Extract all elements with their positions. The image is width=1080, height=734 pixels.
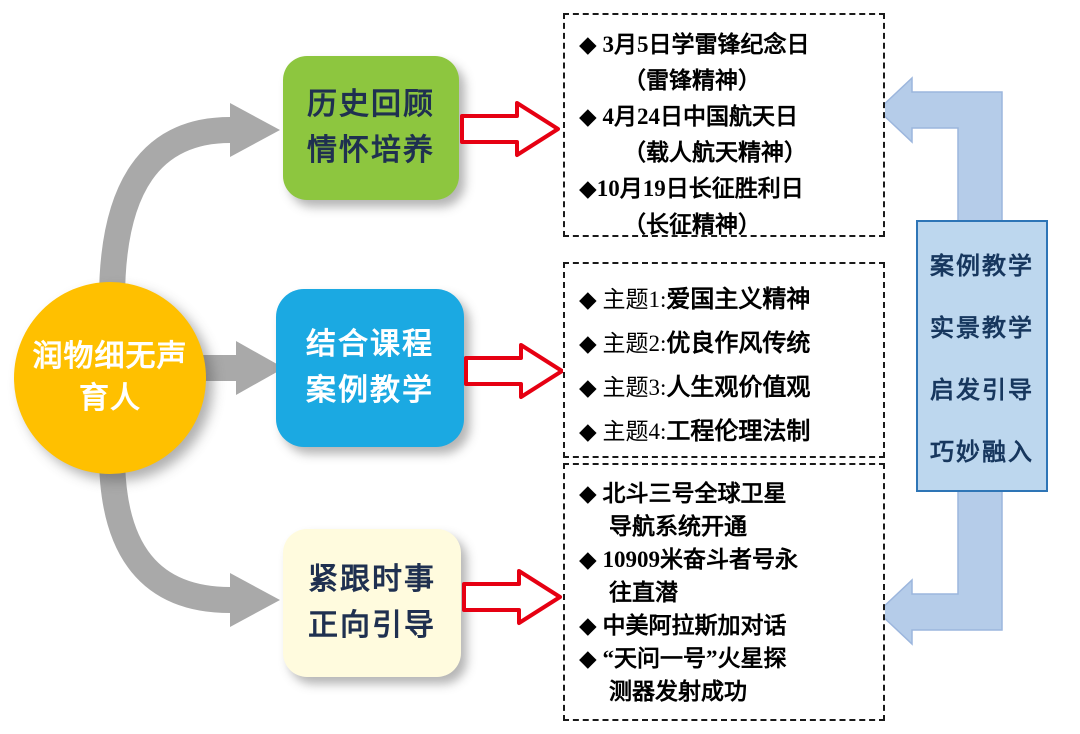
event-line: ◆ 北斗三号全球卫星 xyxy=(579,481,787,506)
circle-text-line2: 育人 xyxy=(79,382,141,415)
theme-prefix: ◆ 主题1: xyxy=(579,287,667,312)
theme-value: 优良作风传统 xyxy=(666,331,811,357)
red-arrow-bottom-icon xyxy=(462,569,562,625)
theme-prefix: ◆ 主题3: xyxy=(579,375,667,400)
node-history-line1: 历史回顾 xyxy=(307,88,435,121)
event-line-cont: 往直潜 xyxy=(609,580,678,605)
history-line-sub: （载人航天精神） xyxy=(623,140,807,165)
node-course-line1: 结合课程 xyxy=(306,328,434,361)
node-course-cases: 结合课程 案例教学 xyxy=(276,289,464,447)
theme-item: ◆ 主题4:工程伦理法制 xyxy=(579,410,875,454)
node-course-line2: 案例教学 xyxy=(306,374,434,407)
panel-item: 巧妙融入 xyxy=(930,438,1034,466)
node-history-review: 历史回顾 情怀培养 xyxy=(283,56,459,200)
event-line: ◆ “天问一号”火星探 xyxy=(579,646,787,671)
current-events-box: ◆ 北斗三号全球卫星 导航系统开通 ◆ 10909米奋斗者号永 往直潜 ◆ 中美… xyxy=(563,463,885,721)
theme-value: 工程伦理法制 xyxy=(666,419,811,445)
history-line: ◆10月19日长征胜利日 xyxy=(579,176,804,201)
node-current-line1: 紧跟时事 xyxy=(308,563,436,596)
red-arrow-top-icon xyxy=(460,101,560,157)
gray-arrow-bottom-icon xyxy=(99,454,280,627)
history-line: ◆ 3月5日学雷锋纪念日 xyxy=(579,32,810,57)
event-line: ◆ 中美阿拉斯加对话 xyxy=(579,613,787,638)
theme-prefix: ◆ 主题4: xyxy=(579,419,667,444)
theme-prefix: ◆ 主题2: xyxy=(579,331,667,356)
event-line-cont: 测器发射成功 xyxy=(609,679,747,704)
history-line: ◆ 4月24日中国航天日 xyxy=(579,104,798,129)
history-line-sub: （雷锋精神） xyxy=(623,68,761,93)
panel-item: 启发引导 xyxy=(930,376,1034,404)
central-theme-circle: 润物细无声 育人 xyxy=(14,282,206,474)
theme-item: ◆ 主题3:人生观价值观 xyxy=(579,366,875,410)
event-line: ◆ 10909米奋斗者号永 xyxy=(579,547,798,572)
blue-arrow-bottom-icon xyxy=(876,485,1003,646)
themes-box: ◆ 主题1:爱国主义精神 ◆ 主题2:优良作风传统 ◆ 主题3:人生观价值观 ◆… xyxy=(563,262,885,458)
node-history-line2: 情怀培养 xyxy=(307,134,435,167)
theme-value: 爱国主义精神 xyxy=(666,287,811,313)
circle-text-line1: 润物细无声 xyxy=(32,340,188,373)
node-current-events: 紧跟时事 正向引导 xyxy=(283,529,461,677)
gray-arrow-top-icon xyxy=(99,103,280,301)
blue-arrow-top-icon xyxy=(876,76,1003,227)
node-current-line2: 正向引导 xyxy=(308,609,436,642)
panel-item: 案例教学 xyxy=(930,252,1034,280)
teaching-methods-panel: 案例教学 实景教学 启发引导 巧妙融入 xyxy=(916,220,1048,492)
theme-value: 人生观价值观 xyxy=(666,375,811,401)
history-events-box: ◆ 3月5日学雷锋纪念日 （雷锋精神） ◆ 4月24日中国航天日 （载人航天精神… xyxy=(563,13,885,237)
panel-item: 实景教学 xyxy=(930,314,1034,342)
theme-item: ◆ 主题2:优良作风传统 xyxy=(579,322,875,366)
event-line-cont: 导航系统开通 xyxy=(609,514,747,539)
red-arrow-middle-icon xyxy=(464,343,564,399)
theme-item: ◆ 主题1:爱国主义精神 xyxy=(579,278,875,322)
history-line-sub: （长征精神） xyxy=(623,212,761,237)
